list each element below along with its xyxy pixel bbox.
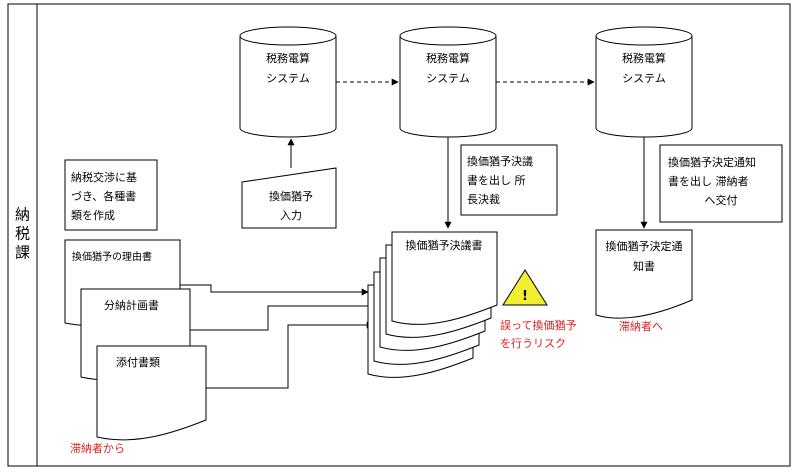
document-installment-label: 分納計画書 — [104, 298, 159, 312]
document-attachments: 添付書類 — [96, 345, 207, 441]
note-negotiation: 納税交渉に基 づき、各種書 類を作成 — [64, 159, 158, 231]
swimlane — [7, 3, 791, 467]
connector-installment-to-resolution — [190, 302, 377, 331]
note-notice-line3: へ交付 — [705, 193, 738, 207]
document-resolution-label: 換価猶予決議書 — [406, 238, 483, 252]
system-3-line2: システム — [622, 72, 666, 85]
document-stack-resolution: 換価猶予決議書 — [367, 231, 498, 378]
note-draft-line2: 書を出し 所 — [467, 173, 526, 187]
warning-icon: ! — [502, 269, 548, 306]
manual-input-shape: 換価猶予 入力 — [241, 167, 337, 229]
warning-mark: ! — [522, 289, 528, 304]
connector-attachments-to-resolution — [206, 321, 374, 389]
document-reason-label: 換価猶予の理由書 — [72, 250, 152, 263]
system-1-line2: システム — [266, 72, 310, 85]
system-1-line1: 税務電算 — [266, 51, 310, 65]
note-notice: 換価猶予決定通知 書を出し 滞納者 へ交付 — [659, 144, 783, 223]
manual-input-line1: 換価猶予 — [269, 189, 313, 203]
document-decision-line2: 知書 — [633, 259, 655, 273]
note-negotiation-line3: 類を作成 — [71, 209, 115, 222]
system-cylinder-3: 税務電算 システム — [595, 26, 693, 138]
note-negotiation-line2: づき、各種書 — [71, 189, 136, 203]
document-decision-line1: 換価猶予決定通 — [606, 239, 683, 253]
note-notice-line1: 換価猶予決定通知 — [668, 155, 756, 169]
note-draft: 換価猶予決議 書を出し 所 長決裁 — [460, 144, 558, 216]
note-draft-line1: 換価猶予決議 — [467, 154, 533, 168]
system-3-line1: 税務電算 — [622, 51, 666, 65]
risk-line1: 誤って換価猶予 — [500, 318, 576, 332]
note-draft-line3: 長決裁 — [467, 193, 500, 206]
label-to-taxpayer: 滞納者へ — [619, 320, 663, 333]
system-cylinder-1: 税務電算 システム — [239, 26, 337, 138]
note-notice-line2: 書を出し 滞納者 — [668, 174, 749, 188]
document-attachments-label: 添付書類 — [116, 355, 160, 369]
label-from-taxpayer: 滞納者から — [70, 442, 125, 455]
system-2-line2: システム — [426, 72, 470, 85]
risk-line2: を行うリスク — [500, 337, 566, 350]
lane-label: 納税課 — [13, 207, 31, 264]
document-decision-notice: 換価猶予決定通 知書 — [595, 229, 693, 319]
connector-reason-to-resolution — [180, 284, 369, 296]
note-negotiation-line1: 納税交渉に基 — [71, 170, 137, 184]
manual-input-line2: 入力 — [280, 209, 302, 222]
system-cylinder-2: 税務電算 システム — [399, 26, 497, 138]
system-2-line1: 税務電算 — [426, 51, 470, 65]
